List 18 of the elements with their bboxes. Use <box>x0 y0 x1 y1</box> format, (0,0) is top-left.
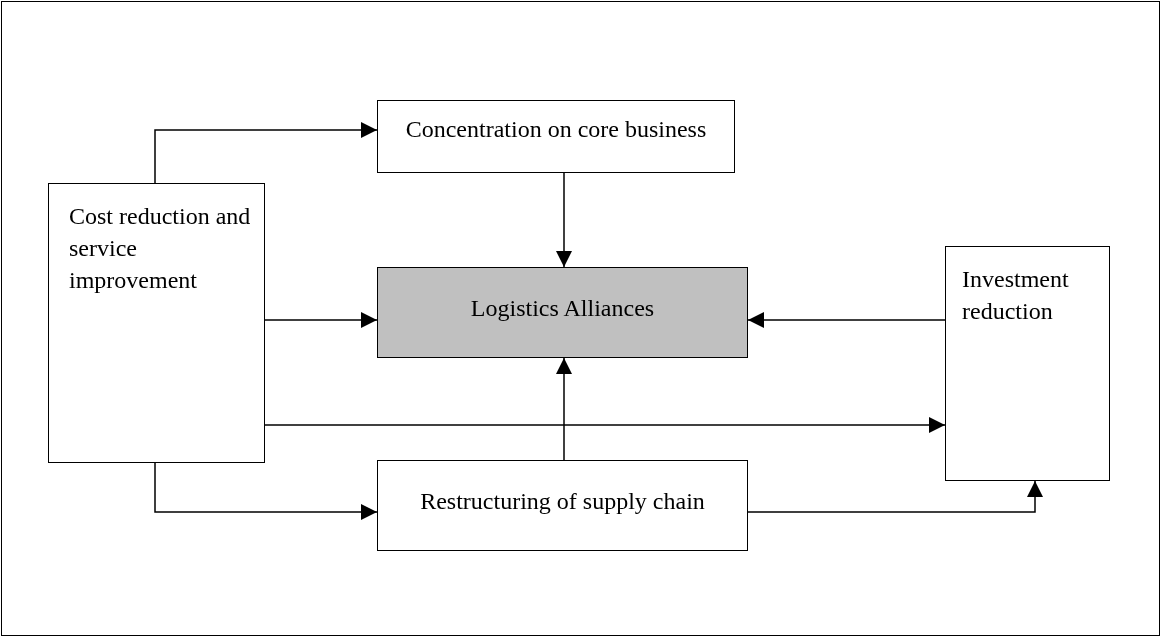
process-box <box>48 183 265 463</box>
arrow <box>264 312 378 328</box>
arrow <box>556 172 572 268</box>
arrow <box>264 417 946 433</box>
arrow <box>747 312 946 328</box>
highlighted-box <box>377 267 748 358</box>
box-label: Concentration on core business <box>405 115 707 144</box>
process-box <box>377 100 735 173</box>
arrow <box>747 480 1043 513</box>
arrow <box>556 357 572 461</box>
process-box <box>945 246 1110 481</box>
arrow <box>154 122 378 184</box>
process-box <box>377 460 748 551</box>
box-label: Investment reduction <box>962 265 1070 326</box>
box-label: Cost reduction and service improvement <box>69 202 252 295</box>
arrow <box>154 462 378 520</box>
box-label: Logistics Alliances <box>470 294 655 323</box>
box-label: Restructuring of supply chain <box>420 487 705 516</box>
